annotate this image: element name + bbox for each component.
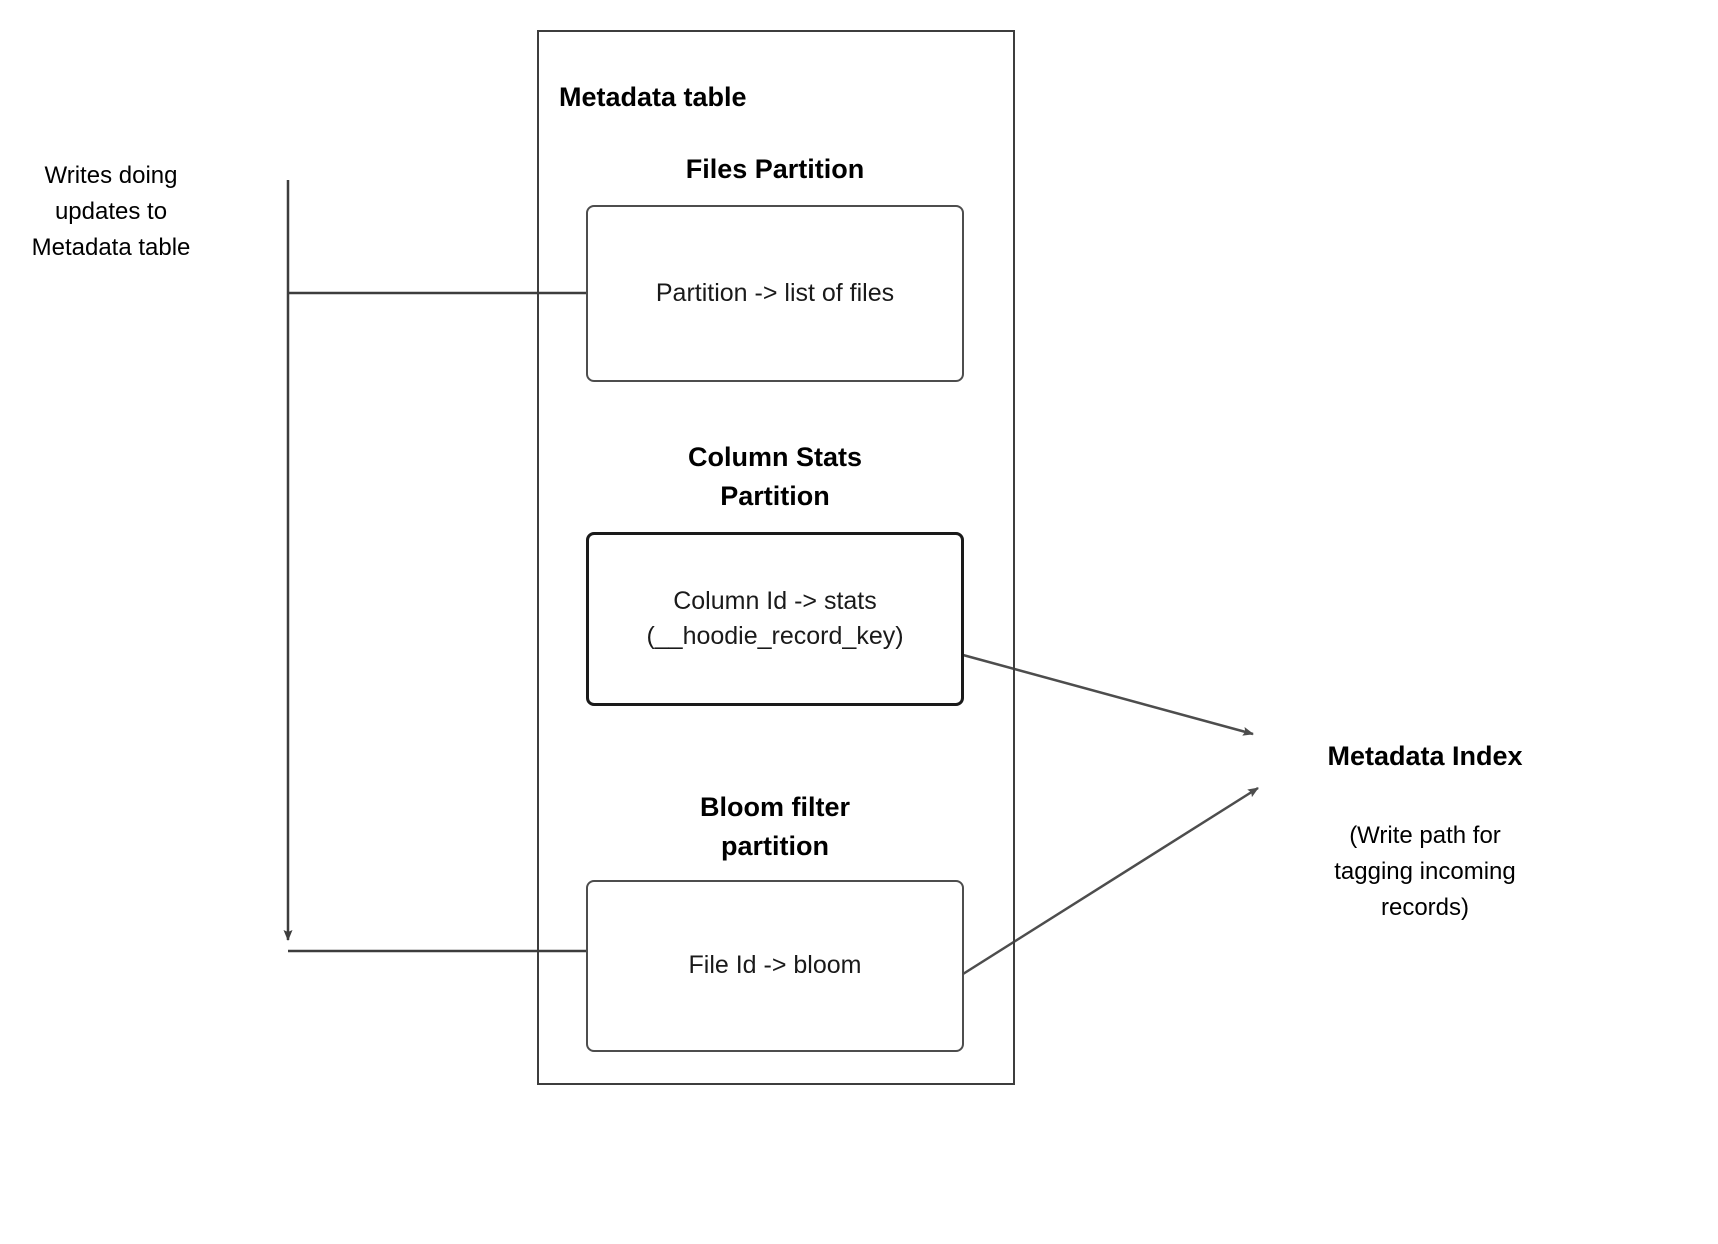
column-stats-partition-box[interactable]: Column Id -> stats (__hoodie_record_key) [586,532,964,706]
column-stats-partition-heading: Column Stats Partition [687,442,862,512]
column-stats-partition-box-text: Column Id -> stats (__hoodie_record_key) [646,586,904,651]
files-partition-heading: Files Partition [685,154,865,184]
writes-doing-updates-label: Writes doing updates to Metadata table [31,162,191,261]
metadata-index-title: Metadata Index [1327,741,1523,771]
bloom-filter-partition-heading: Bloom filter partition [699,792,850,862]
metadata-table-container [537,30,1015,1085]
files-partition-box-text: Partition -> list of files [655,278,895,307]
metadata-table-title: Metadata table [559,82,747,112]
bloom-filter-partition-box-text: File Id -> bloom [688,951,862,980]
files-partition-box[interactable]: Partition -> list of files [586,205,964,382]
bloom-filter-partition-box[interactable]: File Id -> bloom [586,880,964,1052]
metadata-index-caption: (Write path for tagging incoming records… [1334,822,1516,921]
